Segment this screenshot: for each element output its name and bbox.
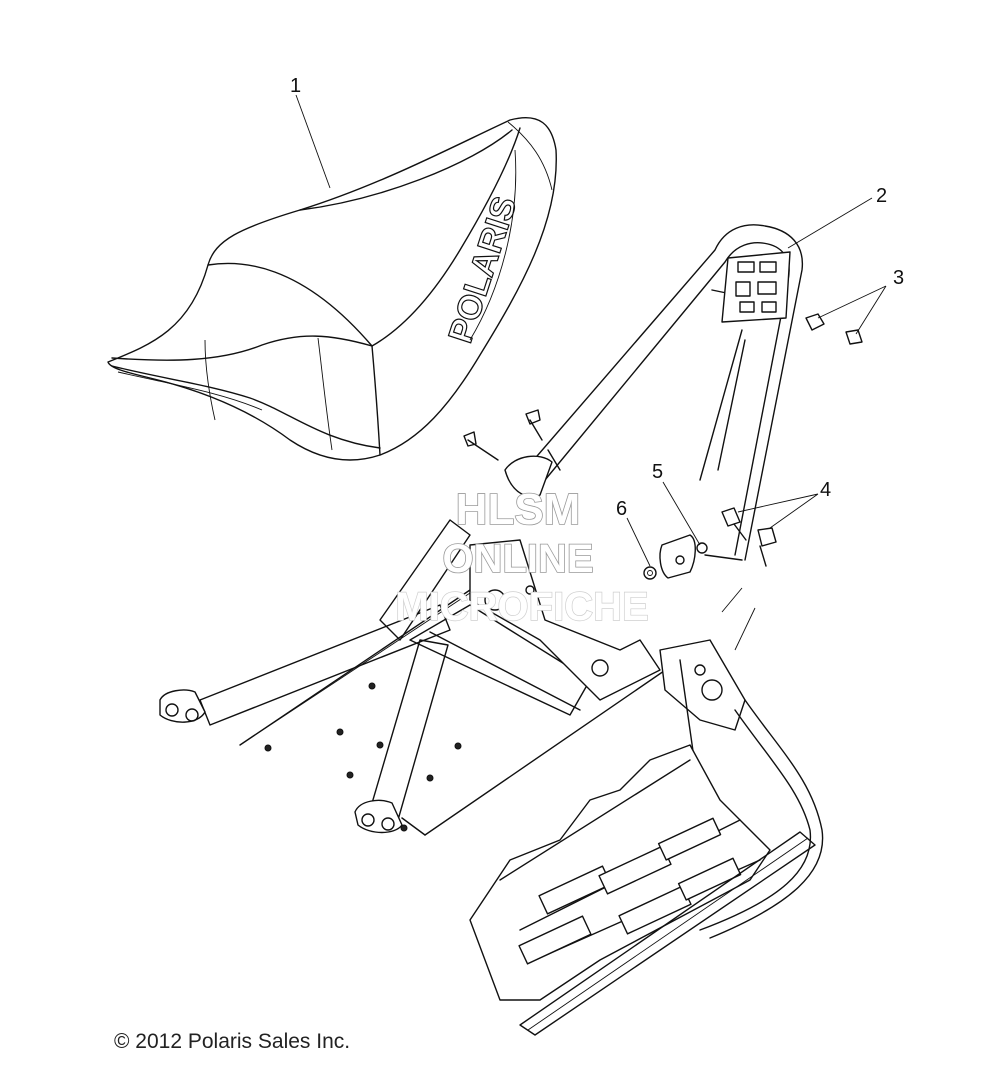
callout-4: 4	[820, 479, 831, 501]
callout-2: 2	[876, 185, 887, 207]
grab-bar[interactable]	[504, 224, 804, 561]
callout-1: 1	[290, 75, 301, 97]
tunnel-rivets	[264, 682, 462, 832]
watermark-line-3: MICROFICHE	[395, 585, 648, 629]
callout-6: 6	[616, 498, 627, 520]
callout-3: 3	[893, 267, 904, 289]
callout-5: 5	[652, 461, 663, 483]
washer[interactable]	[643, 566, 657, 580]
bracket[interactable]	[659, 534, 708, 579]
copyright-notice: © 2012 Polaris Sales Inc.	[114, 1030, 351, 1053]
front-tubes[interactable]	[159, 519, 471, 834]
running-board[interactable]	[469, 744, 816, 1036]
hidden-lines	[721, 587, 756, 651]
mount-bolts[interactable]	[721, 507, 777, 567]
front-bolts[interactable]	[463, 409, 561, 471]
watermark-line-2: ONLINE	[442, 537, 593, 581]
leader-lines	[295, 94, 887, 567]
rack-fasteners[interactable]	[805, 313, 863, 345]
watermark-line-1: HLSM	[456, 485, 581, 534]
seat[interactable]: POLARIS	[107, 116, 557, 461]
watermark: HLSM ONLINE MICROFICHE	[395, 484, 650, 630]
